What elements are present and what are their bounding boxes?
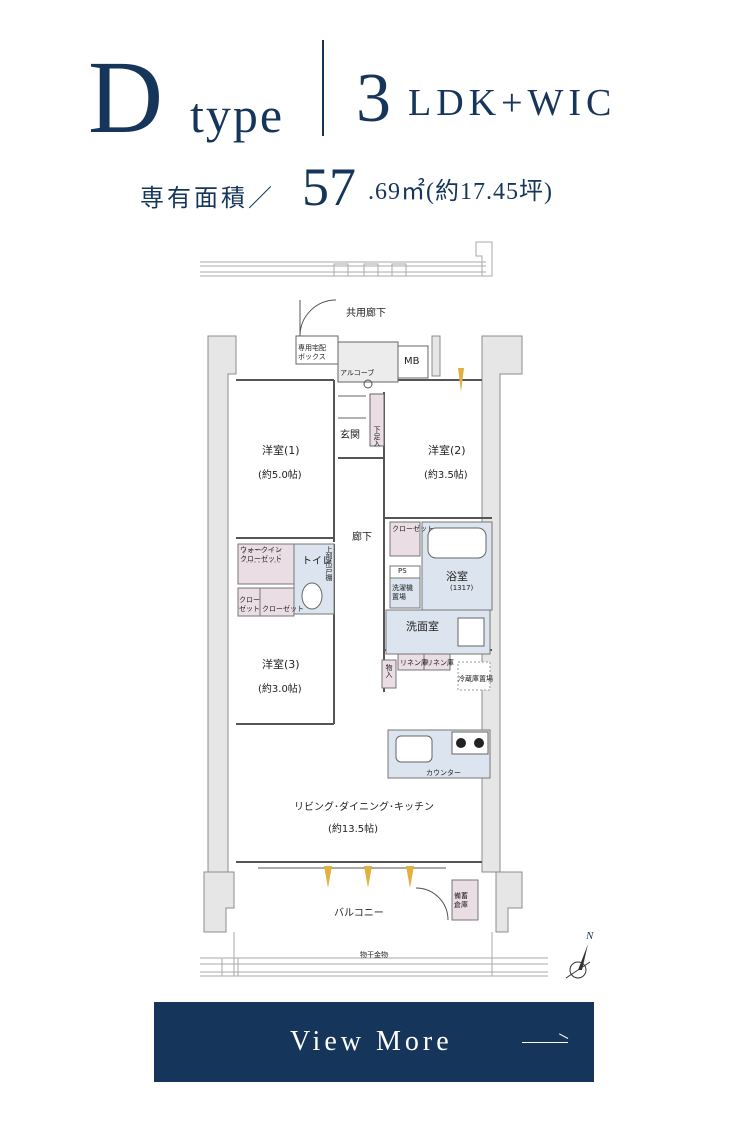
view-more-label: View More [290,1026,453,1057]
long-arrow-right-icon [522,1042,568,1043]
linen-2 [423,653,451,671]
label-counter: カウンター [426,769,461,777]
floor-area: 専有面積／ 57 .69㎡(約17.45坪) [140,160,620,220]
label-room1-size: (約5.0帖) [258,470,302,481]
label-mb: MB [404,356,420,367]
label-ldk: リビング･ダイニング･キッチン [294,802,434,813]
label-linen-1: リネン庫 [400,659,428,667]
label-closet-c: クローゼット [392,525,434,533]
label-room1: 洋室(1) [262,444,300,457]
compass: N [560,930,600,990]
type-word: type [190,87,285,143]
top-railing [200,241,493,277]
plan-number: 3 [356,60,391,137]
balcony-railing [200,932,548,977]
label-hallway: 廊下 [352,532,372,543]
label-fridge: 冷蔵庫置場 [458,675,493,683]
entrance-area [295,335,429,447]
airflow-arrows [324,368,464,888]
label-entrance: 玄関 [340,430,360,441]
fridge-space [457,661,491,691]
label-shoe-box: 下足入 [373,426,381,447]
label-alcove: アルコーブ [340,369,375,377]
storage [381,659,397,689]
floor-plan: 共用廊下 専用宅配 ボックス アルコーブ MB 玄関 下足入 洋室(1) (約5… [196,232,552,992]
compass-icon [565,944,591,979]
area-integer: 57 [302,157,356,217]
type-letter: D [88,40,164,155]
washer-space [389,577,421,609]
label-washroom: 洗面室 [406,620,439,633]
label-bath-size: (1317) [450,584,474,592]
label-room2: 洋室(2) [428,444,466,457]
outdoor-storage [451,879,479,921]
label-toilet: トイレ [302,556,332,567]
label-room3-size: (約3.0帖) [258,684,302,695]
label-drying-rack: 物干金物 [360,951,388,959]
view-more-button[interactable]: View More [154,1002,594,1082]
label-delivery-box: 専用宅配 ボックス [298,344,326,361]
plan-layout: LDK+WIC [408,82,617,124]
label-bath: 浴室 [446,570,468,583]
label-room2-size: (約3.5帖) [424,470,468,481]
closet-b [259,587,295,617]
walk-in-closet [237,543,295,585]
label-closet-b: クローゼット [262,605,304,613]
label-common-corridor: 共用廊下 [346,308,386,319]
closet-c [389,521,421,557]
compass-north-label: N [586,930,594,942]
plan-title: D type 3 LDK+WIC [0,28,746,155]
label-wic: ウォークイン クローゼット [240,546,282,563]
area-label: 専有面積／ [140,186,275,212]
title-divider [322,40,324,136]
label-balcony: バルコニー [334,908,384,919]
label-closet-a: クロー ゼット [239,596,260,613]
balcony-sash [258,861,446,869]
label-washer: 洗濯機 置場 [392,584,413,601]
area-decimal: .69㎡(約17.45坪) [368,179,553,205]
label-linen-2: リネン庫 [426,659,454,667]
label-room3: 洋室(3) [262,658,300,671]
floor-plan-drawing [200,241,548,977]
label-ps: PS [398,567,407,575]
label-ldk-size: (約13.5帖) [328,824,379,835]
label-outdoor-storage: 備蓄 倉庫 [454,892,468,909]
label-storage: 物入 [385,664,393,678]
label-toilet-storage: 上部吊戸棚 [325,546,333,581]
